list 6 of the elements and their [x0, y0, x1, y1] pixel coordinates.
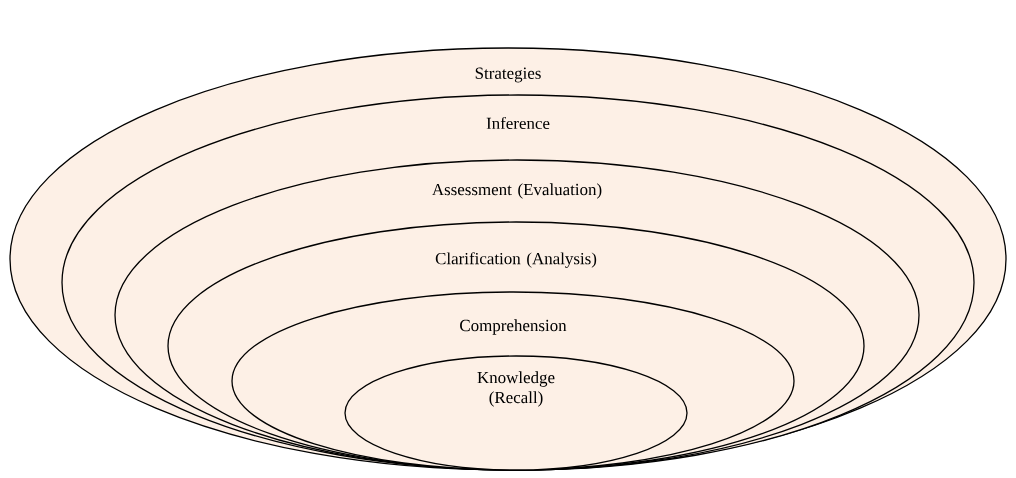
node-label: Clarification (Analysis): [435, 252, 597, 268]
ellipse-band: Knowledge (Recall): [344, 355, 688, 471]
node-label: Inference: [486, 116, 550, 130]
node-label: Assessment (Evaluation): [432, 183, 602, 199]
node-label: Comprehension: [460, 319, 567, 335]
node-label: Knowledge (Recall): [477, 371, 555, 407]
